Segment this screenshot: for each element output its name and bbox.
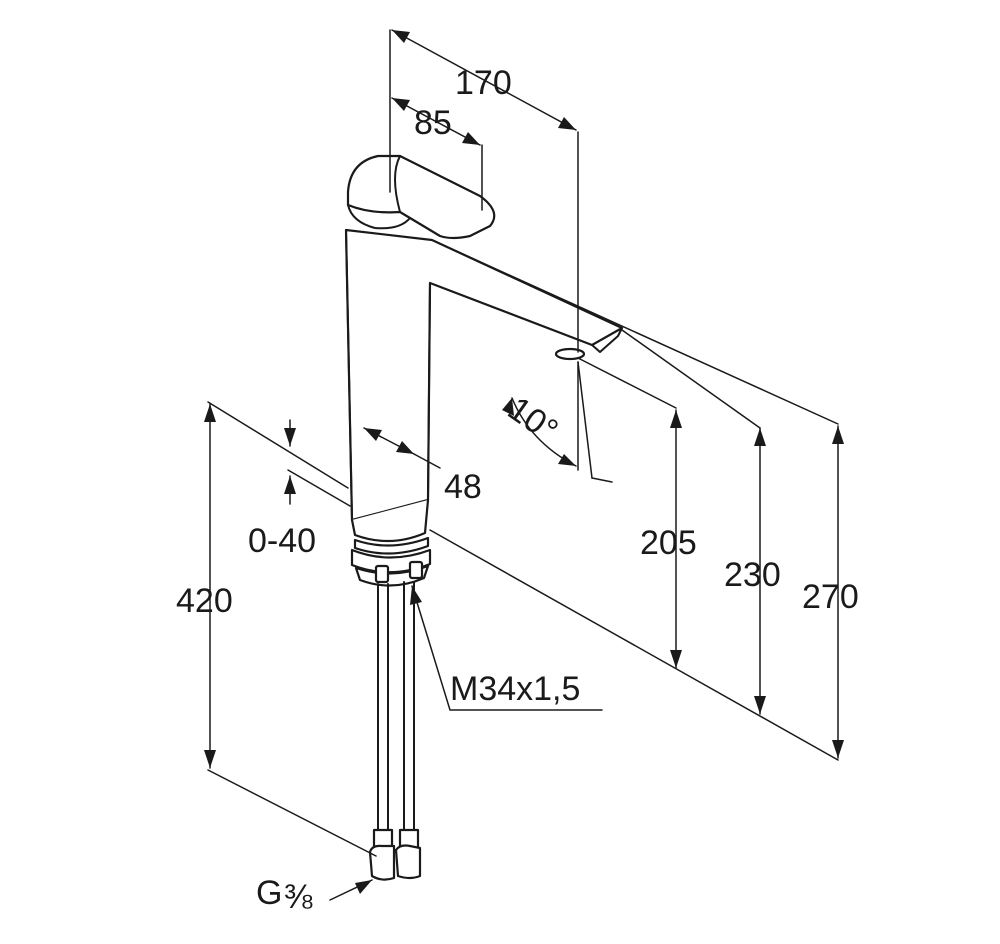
dimension-230 (754, 427, 766, 715)
label-g: G (256, 874, 282, 912)
dimension-270 (832, 425, 844, 759)
handle-lever (346, 154, 496, 240)
label-270: 270 (802, 578, 859, 616)
dimension-420 (204, 403, 216, 769)
dimension-205 (670, 409, 682, 669)
leader-g38 (329, 879, 373, 901)
label-205: 205 (640, 524, 697, 562)
dimension-48 (363, 427, 441, 469)
extension-lines (207, 29, 839, 857)
label-angle: 10° (501, 389, 565, 450)
label-g-fraction: ⅜ (284, 878, 313, 916)
label-230: 230 (724, 556, 781, 594)
label-420: 420 (176, 582, 233, 620)
mounting-thread (350, 536, 432, 587)
label-85: 85 (414, 104, 452, 142)
dimension-0-40 (284, 419, 296, 505)
dimension-angle (502, 397, 577, 467)
label-m34: M34x1,5 (450, 670, 580, 708)
label-0-40: 0-40 (248, 522, 316, 560)
supply-hoses (368, 581, 422, 881)
leader-m34 (410, 585, 603, 711)
dimension-85 (391, 97, 481, 146)
dimension-170 (391, 29, 577, 131)
label-48: 48 (444, 468, 482, 506)
label-170: 170 (455, 64, 512, 102)
